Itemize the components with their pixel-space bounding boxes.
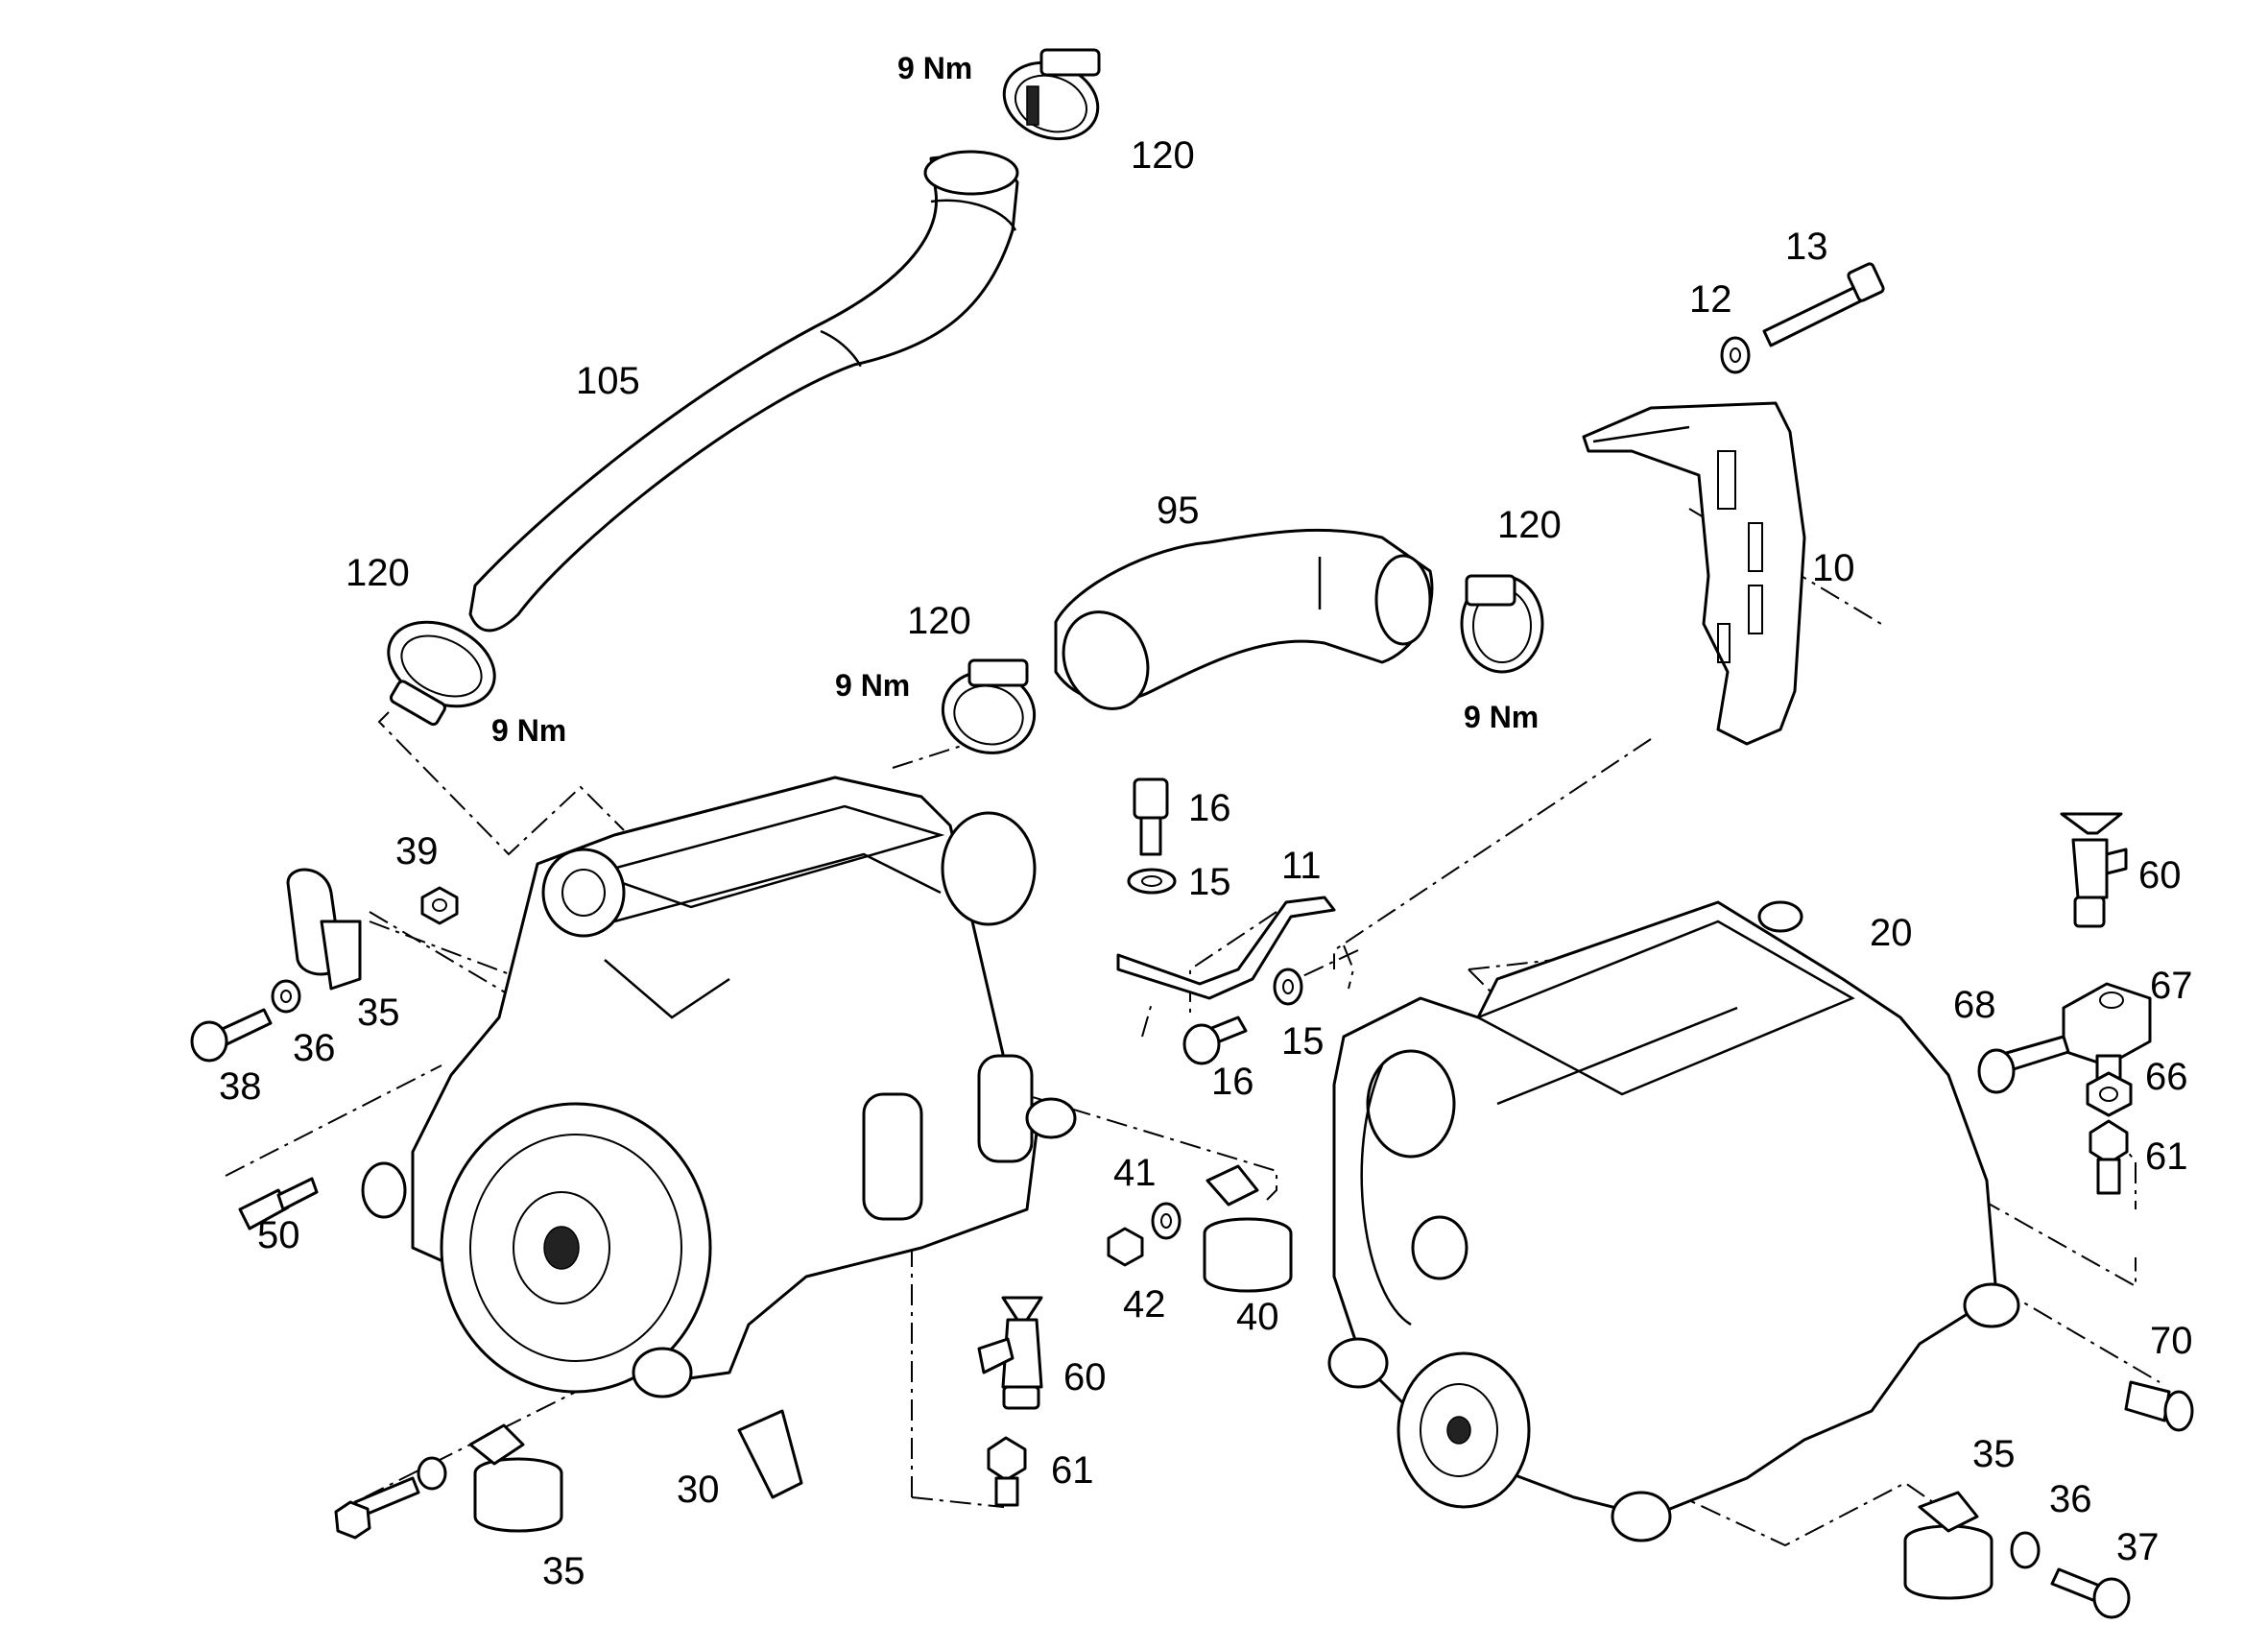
- label-66: 66: [2145, 1056, 2188, 1098]
- block-67: [2062, 982, 2152, 1085]
- torque-labels: 9 Nm 9 Nm 9 Nm 9 Nm: [491, 51, 1539, 748]
- label-120-left: 120: [346, 552, 410, 594]
- label-38: 38: [219, 1065, 262, 1108]
- bolt-38: [190, 1008, 273, 1063]
- washer-15-top: [1127, 868, 1177, 895]
- label-95: 95: [1157, 490, 1200, 532]
- hose-clamp-120-top: [1002, 48, 1101, 141]
- label-60-left: 60: [1063, 1356, 1107, 1398]
- callout-labels: 10 11 12 13 15 15 16 16 20 30 35 35 35 3…: [219, 134, 2193, 1592]
- nut-66: [2086, 1071, 2133, 1117]
- label-60-right: 60: [2138, 854, 2182, 896]
- label-20: 20: [1870, 912, 1913, 954]
- bolt-16-bottom: [1182, 1016, 1248, 1065]
- mount-35-bottom-right: [1903, 1491, 1993, 1600]
- label-35-bottom-right: 35: [1972, 1433, 2016, 1475]
- washer-36-bottom-left: [417, 1456, 447, 1491]
- mount-35-bottom-left: [468, 1423, 563, 1533]
- mount-35-top-left: [286, 868, 362, 991]
- label-36-right: 36: [2049, 1478, 2092, 1520]
- sensor-30: [737, 1409, 803, 1499]
- sensor-50: [238, 1177, 319, 1231]
- label-68: 68: [1953, 984, 1996, 1026]
- hose-clamp-120-center: [941, 658, 1037, 754]
- drain-valve-60-left: [977, 1296, 1043, 1410]
- label-105: 105: [576, 360, 640, 402]
- drain-valve-60-right: [2060, 812, 2128, 928]
- torque-label-top: 9 Nm: [897, 51, 972, 85]
- washer-41: [1151, 1202, 1182, 1240]
- label-15-bottom: 15: [1281, 1020, 1325, 1063]
- label-11: 11: [1281, 845, 1322, 887]
- washer-36-bottom-right: [2010, 1531, 2041, 1569]
- hose-95: [1054, 528, 1434, 710]
- label-16-bottom: 16: [1211, 1061, 1254, 1103]
- bracket-11: [1116, 896, 1336, 1000]
- mount-40: [1203, 1164, 1293, 1293]
- washer-12: [1720, 336, 1751, 374]
- label-67: 67: [2150, 965, 2193, 1007]
- label-40: 40: [1236, 1296, 1279, 1338]
- label-37: 37: [2116, 1526, 2160, 1568]
- label-120-top: 120: [1131, 134, 1195, 177]
- nut-39: [420, 886, 459, 925]
- plug-70: [2124, 1380, 2194, 1432]
- engine-left: [361, 776, 1077, 1398]
- label-30: 30: [677, 1469, 720, 1511]
- label-120-center: 120: [907, 600, 971, 642]
- label-50: 50: [257, 1214, 300, 1256]
- label-39: 39: [395, 830, 439, 872]
- fitting-68: [1977, 1035, 2070, 1094]
- washer-36-left: [271, 979, 301, 1014]
- label-61-right: 61: [2145, 1135, 2188, 1178]
- label-61-left: 61: [1051, 1449, 1094, 1492]
- label-35-top-left: 35: [357, 992, 400, 1034]
- label-35-bottom-left: 35: [542, 1550, 585, 1592]
- bracket-10: [1582, 401, 1806, 746]
- adapter-61-right: [2089, 1119, 2129, 1195]
- label-70: 70: [2150, 1320, 2193, 1362]
- engine-right: [1327, 900, 2020, 1542]
- label-13: 13: [1785, 226, 1828, 268]
- label-36-left: 36: [293, 1027, 336, 1069]
- washer-15-bottom: [1273, 968, 1303, 1006]
- torque-label-left: 9 Nm: [491, 713, 566, 748]
- hose-clamp-120-right: [1460, 574, 1544, 674]
- hose-clamp-120-left: [387, 620, 496, 727]
- torque-label-right: 9 Nm: [1464, 700, 1539, 734]
- label-16-top: 16: [1188, 787, 1231, 829]
- torque-label-center: 9 Nm: [835, 668, 910, 703]
- label-10: 10: [1812, 547, 1855, 589]
- label-15-top: 15: [1188, 861, 1231, 903]
- bolt-13: [1762, 262, 1885, 347]
- hose-105: [468, 150, 1019, 633]
- bolt-37: [2050, 1567, 2131, 1619]
- label-42: 42: [1123, 1283, 1166, 1326]
- nut-42: [1107, 1227, 1144, 1267]
- bolt-35-bottom-left: [334, 1476, 420, 1540]
- label-120-right: 120: [1497, 504, 1562, 546]
- label-12: 12: [1689, 278, 1732, 321]
- adapter-61-left: [987, 1436, 1027, 1507]
- bolt-16-top: [1133, 777, 1169, 856]
- label-41: 41: [1113, 1152, 1157, 1194]
